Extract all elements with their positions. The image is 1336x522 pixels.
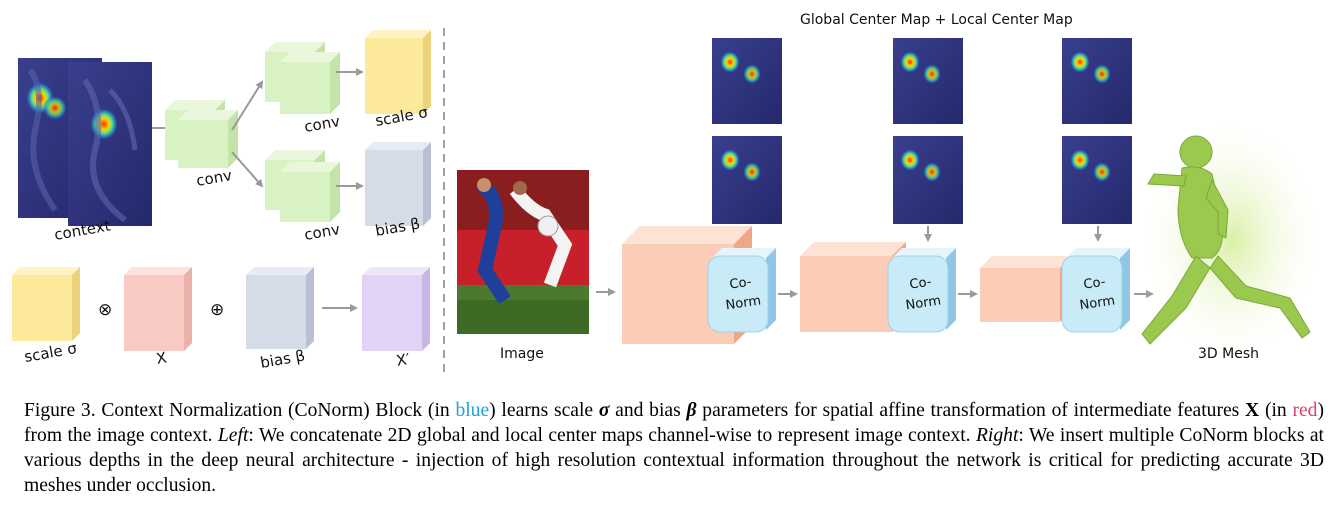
bias-beta-bottom-block: [246, 267, 314, 349]
caption-sigma: σ: [598, 400, 610, 421]
add-operator: ⊕: [210, 300, 225, 320]
caption-right-word: Right: [975, 425, 1019, 446]
caption-text-8: : We insert multiple CoNorm blocks at va…: [24, 425, 1324, 496]
caption-x: X: [1245, 400, 1260, 421]
conorm-block-3[interactable]: [1061, 248, 1130, 333]
multiply-operator: ⊗: [98, 300, 113, 320]
conorm-text-3: Co- Norm: [1078, 274, 1116, 314]
conorm-block-2[interactable]: [887, 248, 956, 333]
arrow-conv-down: [231, 151, 264, 188]
caption-beta: β: [686, 400, 697, 421]
mesh-figure: [1136, 110, 1328, 370]
local-map-1: [712, 136, 782, 224]
caption-text-6: ) from the image context.: [24, 400, 1325, 446]
conorm-text-2: Co- Norm: [904, 274, 942, 314]
caption-text-2: ) learns scale: [489, 400, 599, 421]
conv-block-upper: [265, 42, 340, 114]
figure-diagram: context conv conv conv scale σ bias β sc…: [12, 12, 1328, 372]
caption-text-5: (in: [1259, 400, 1293, 421]
image-label: Image: [500, 346, 544, 362]
caption-text-3: and bias: [609, 400, 687, 421]
conorm-text-1: Co- Norm: [724, 274, 762, 314]
caption-red-word: red: [1292, 400, 1318, 421]
conorm-label-2: Co- Norm: [895, 271, 948, 317]
caption-text-4: parameters for spatial affine transforma…: [696, 400, 1246, 421]
context-heatmap-front: [43, 62, 152, 226]
local-map-3: [1062, 136, 1132, 224]
feature-block-3: [980, 256, 1072, 322]
arrow-conv-up: [231, 80, 264, 131]
caption-left-word: Left: [217, 425, 249, 446]
bias-beta-top-block: [365, 142, 431, 226]
maps-title: Global Center Map + Local Center Map: [800, 12, 1073, 28]
input-image: [457, 170, 589, 334]
caption-fig-number: Figure 3.: [24, 400, 96, 421]
feature-x-block: [124, 267, 192, 351]
scale-sigma-bottom-block: [12, 267, 80, 341]
mesh-label: 3D Mesh: [1198, 346, 1259, 362]
conv-block-lower: [265, 150, 340, 222]
global-map-1: [712, 38, 782, 124]
conorm-block-1[interactable]: [707, 248, 776, 333]
caption-text-1: Context Normalization (CoNorm) Block (in: [95, 400, 456, 421]
conv-block-1: [165, 100, 238, 168]
global-map-3: [1062, 38, 1132, 124]
conorm-label-1: Co- Norm: [715, 271, 768, 317]
caption-text-7: : We concatenate 2D global and local cen…: [248, 425, 976, 446]
feature-xprime-block: [362, 267, 430, 351]
figure-caption: Figure 3. Context Normalization (CoNorm)…: [24, 398, 1324, 498]
scale-sigma-top-block: [365, 30, 431, 114]
conorm-label-3: Co- Norm: [1069, 271, 1122, 317]
local-map-2: [893, 136, 963, 224]
caption-blue-word: blue: [455, 400, 490, 421]
global-map-2: [893, 38, 963, 124]
diagram-svg: [12, 28, 1328, 372]
xprime-label: X′: [394, 349, 412, 370]
